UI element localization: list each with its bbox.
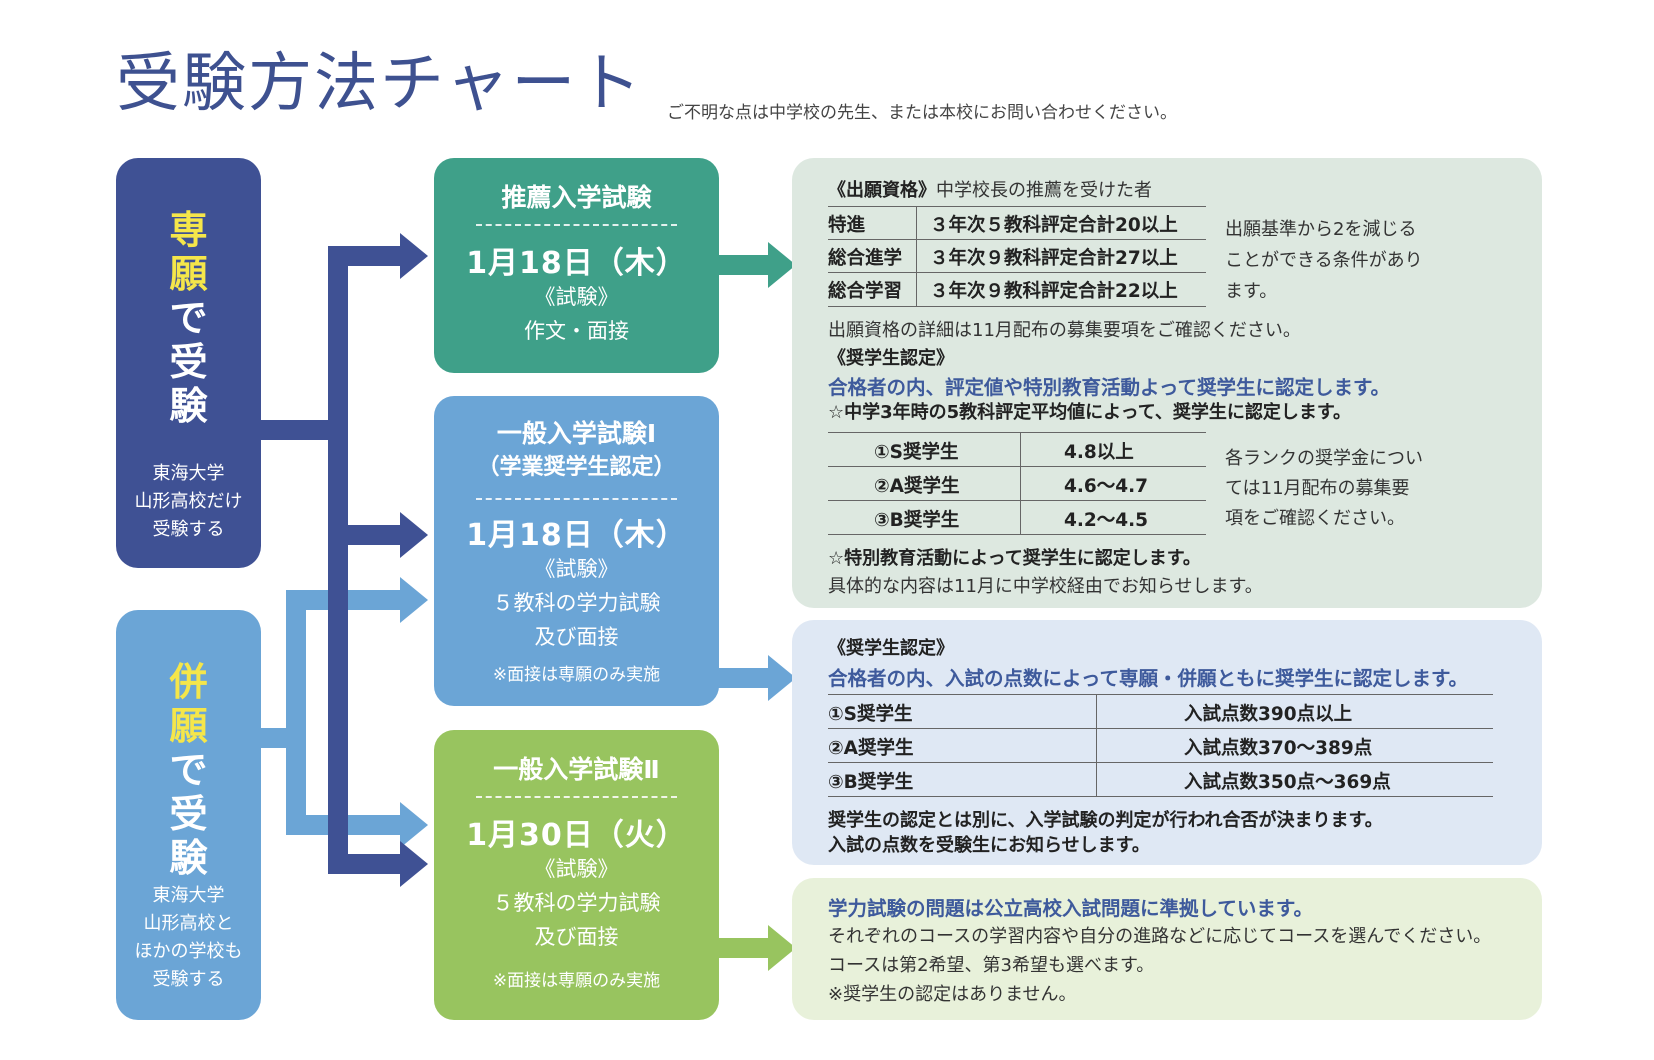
score-rank: ③B奨学生 [828,772,914,793]
score-range: 入試点数390点以上 [1184,704,1353,725]
ippan1-exam-content2: 及び面接 [534,625,619,649]
scholarship-star1: ☆中学3年時の5教科評定平均値によって、奨学生に認定します。 [828,402,1352,423]
ippan1-exam-note: ※面接は専願のみ実施 [492,665,661,685]
heigan-description: 東海大学 山形高校と ほかの学校も 受験する [134,885,243,990]
divider [476,796,677,798]
ippan1-exam-date: 1月18日（木） [466,518,687,553]
sch-rank: ③B奨学生 [874,510,960,531]
no-scholarship-note: ※奨学生の認定はありません。 [828,984,1077,1005]
table-line [828,796,1493,797]
divider [476,224,677,226]
heigan-arrow-ippan1 [400,577,428,623]
qual-requirement: ３年次９教科評定合計27以上 [930,248,1178,269]
ippan2-exam-content1: ５教科の学力試験 [492,891,661,915]
table-line [828,694,1493,695]
score-rank: ①S奨学生 [828,704,913,725]
sengan-heading: 専 願 で 受 験 [169,208,208,428]
table-line [828,728,1493,729]
suisen-exam-date: 1月18日（木） [466,246,687,281]
score-rank: ②A奨学生 [828,738,914,759]
qualification-line: 《出願資格》中学校長の推薦を受けた者 [828,180,1152,201]
qual-side-note: 出願基準から2を減じる ことができる条件があり ます。 [1225,219,1423,302]
suisen-exam-label: 《試験》 [534,285,619,309]
ippan2-exam-content2: 及び面接 [534,925,619,949]
ippan1-exam-name: 一般入学試験Ⅰ [496,419,657,448]
ippan2-exam-date: 1月30日（火） [466,818,687,853]
heigan-box: 併 願 で 受 験 東海大学 山形高校と ほかの学校も 受験する [116,610,261,1020]
sengan-arrow-ippan1 [400,512,428,558]
scholarship-headline: 合格者の内、評定値や特別教育活動よって奨学生に認定します。 [828,376,1390,399]
sengan-connectors [258,233,428,887]
table-line [916,206,917,306]
suisen-exam-box: 推薦入学試験 1月18日（木） 《試験》 作文・面接 [434,158,719,373]
table-line [828,272,1206,273]
scholarship-star2: ☆特別教育活動によって奨学生に認定します。 [828,548,1201,569]
judgement-note: 奨学生の認定とは別に、入学試験の判定が行われ合否が決まります。 [828,810,1383,831]
page-subtitle: ご不明な点は中学校の先生、または本校にお問い合わせください。 [667,103,1177,123]
exam-basis-headline: 学力試験の問題は公立高校入試問題に準拠しています。 [828,897,1313,920]
scholarship-label: 《奨学生認定》 [828,638,954,659]
ippan1-exam-subname: （学業奨学生認定） [477,455,676,480]
ippan1-info-panel: 《奨学生認定》 合格者の内、入試の点数によって専願・併願ともに奨学生に認定します… [792,620,1542,865]
page-title: 受験方法チャート [116,47,644,121]
score-range: 入試点数370〜389点 [1184,738,1373,759]
table-line [828,762,1493,763]
sengan-arrow-suisen [400,233,428,279]
sch-value: 4.6〜4.7 [1064,476,1149,497]
table-line [828,466,1206,467]
qual-course: 特進 [828,215,866,236]
qual-course: 総合学習 [828,281,903,302]
sch-rank: ②A奨学生 [874,476,960,497]
table-line [828,500,1206,501]
info-arrows [716,242,796,971]
table-line [1020,432,1021,534]
ippan2-info-panel: 学力試験の問題は公立高校入試問題に準拠しています。 それぞれのコースの学習内容や… [792,878,1542,1020]
table-line [828,206,1206,207]
qual-detail: 出願資格の詳細は11月配布の募集要項をご確認ください。 [828,320,1301,341]
table-line [828,306,1206,307]
score-notice: 入試の点数を受験生にお知らせします。 [828,835,1150,856]
ippan2-exam-label: 《試験》 [534,857,619,881]
ippan1-exam-box: 一般入学試験Ⅰ （学業奨学生認定） 1月18日（木） 《試験》 ５教科の学力試験… [434,396,719,706]
ippan2-exam-note: ※面接は専願のみ実施 [492,971,661,991]
table-line [1096,694,1097,796]
table-line [828,239,1206,240]
heigan-arrow-ippan2 [400,802,428,848]
sch-side-note: 各ランクの奨学金につい ては11月配布の募集要 項をご確認ください。 [1225,448,1423,529]
course-selection-note: それぞれのコースの学習内容や自分の進路などに応じてコースを選んでください。 [828,926,1492,947]
scholarship-headline: 合格者の内、入試の点数によって専願・併願ともに奨学生に認定します。 [828,667,1468,690]
ippan2-exam-box: 一般入学試験Ⅱ 1月30日（火） 《試験》 ５教科の学力試験 及び面接 ※面接は… [434,730,719,1020]
suisen-info-panel: 《出願資格》中学校長の推薦を受けた者 特進 ３年次５教科評定合計20以上 総合進… [792,158,1542,608]
table-line [828,432,1206,433]
heigan-connectors [258,577,428,848]
sengan-description: 東海大学 山形高校だけ 受験する [134,463,243,540]
sengan-arrow-ippan2 [400,841,428,887]
suisen-exam-name: 推薦入学試験 [501,183,652,212]
scholarship-detail: 具体的な内容は11月に中学校経由でお知らせします。 [828,576,1263,597]
scholarship-label: 《奨学生認定》 [828,348,954,369]
course-choice-note: コースは第2希望、第3希望も選べます。 [828,955,1155,976]
suisen-exam-content: 作文・面接 [524,319,629,343]
sengan-box: 専 願 で 受 験 東海大学 山形高校だけ 受験する [116,158,261,568]
qual-requirement: ３年次９教科評定合計22以上 [930,281,1178,302]
ippan1-exam-label: 《試験》 [534,557,619,581]
sch-rank: ①S奨学生 [874,442,959,463]
qual-requirement: ３年次５教科評定合計20以上 [930,215,1178,236]
score-range: 入試点数350点〜369点 [1184,772,1391,793]
ippan1-exam-content1: ５教科の学力試験 [492,591,661,615]
sch-value: 4.8以上 [1064,442,1134,463]
divider [476,498,677,500]
table-line [828,534,1206,535]
heigan-heading: 併 願 で 受 験 [169,660,208,880]
qual-course: 総合進学 [828,248,903,269]
ippan2-exam-name: 一般入学試験Ⅱ [493,755,660,784]
sch-value: 4.2〜4.5 [1064,510,1149,531]
